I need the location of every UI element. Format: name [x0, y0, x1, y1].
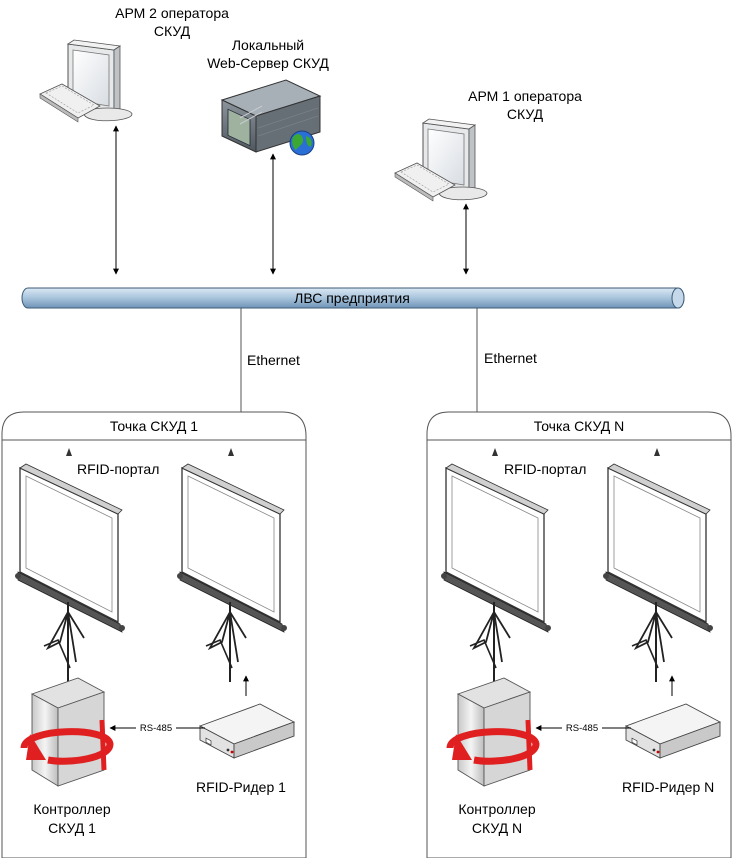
computer-icon	[39, 39, 133, 123]
pointn-portal-label: RFID-портал	[504, 461, 586, 477]
refresh-arrow-icon	[446, 719, 540, 771]
arm2-workstation: АРМ 2 оператора СКУД	[39, 5, 229, 123]
server-label-line1: Локальный	[232, 37, 304, 53]
server-label-line2: Web-Сервер СКУД	[207, 55, 329, 71]
point1-rs485-label: RS-485	[140, 723, 172, 734]
bus-label: ЛВС предприятия	[294, 290, 410, 306]
point1-reader-label: RFID-Ридер 1	[196, 779, 286, 795]
access-point-1: Точка СКУД 1 RFID-портал RS-485 RFID-Рид…	[1, 411, 307, 858]
point1-controller-label-line2: СКУД 1	[48, 820, 96, 836]
point1-portal-label: RFID-портал	[77, 461, 159, 477]
lan-bus: ЛВС предприятия	[21, 287, 685, 309]
point1-controller-label-line1: Контроллер	[33, 801, 110, 817]
point1-title: Точка СКУД 1	[110, 418, 198, 434]
server-icon	[220, 79, 322, 153]
pointn-rs485-label: RS-485	[566, 723, 598, 734]
refresh-arrow-icon	[20, 719, 114, 771]
web-server: Локальный Web-Сервер СКУД	[207, 37, 329, 156]
ethernet-label-left: Ethernet	[247, 352, 300, 368]
arm2-label-line2: СКУД	[154, 23, 191, 39]
arm2-label-line1: АРМ 2 оператора	[115, 5, 229, 21]
access-point-n: Точка СКУД N RFID-портал RS-485 RFID-Рид…	[426, 411, 732, 858]
arm1-label-line2: СКУД	[507, 106, 544, 122]
arm1-label-line1: АРМ 1 оператора	[468, 88, 582, 104]
pointn-reader-label: RFID-Ридер N	[622, 779, 714, 795]
pointn-controller-label-line2: СКУД N	[472, 820, 522, 836]
arm1-workstation: АРМ 1 оператора СКУД	[394, 88, 582, 202]
pointn-controller-label-line1: Контроллер	[458, 801, 535, 817]
pointn-title: Точка СКУД N	[534, 418, 625, 434]
ethernet-label-right: Ethernet	[484, 350, 537, 366]
computer-icon	[394, 118, 488, 202]
globe-icon	[289, 130, 315, 156]
